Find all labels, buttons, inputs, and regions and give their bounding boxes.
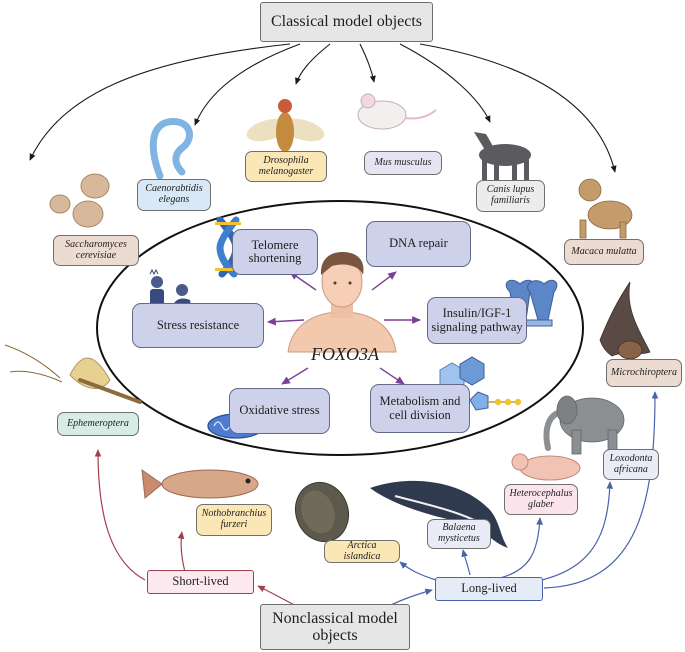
label-yeast: Saccharomyces cerevisiae xyxy=(53,235,139,266)
arrow-to-mouse xyxy=(359,43,376,83)
worm-icon xyxy=(149,118,193,180)
mayfly-icon xyxy=(4,344,142,404)
elephant-icon xyxy=(543,395,625,455)
arrow-to-clam xyxy=(399,561,437,581)
dog-icon xyxy=(474,132,531,180)
label-fly: Drosophila melanogaster xyxy=(245,151,327,182)
label-mayfly: Ephemeroptera xyxy=(57,412,139,436)
arrow-to-oxidative xyxy=(281,367,309,385)
killifish-icon xyxy=(141,468,259,499)
nonclassical-header: Nonclassical model objects xyxy=(260,604,410,650)
arrow-to-worm xyxy=(194,43,301,126)
human-figure xyxy=(287,252,397,353)
arrow-to-stress xyxy=(267,317,305,326)
label-molerat: Heterocephalus glaber xyxy=(504,484,578,515)
arrow-to-telomere xyxy=(289,271,317,291)
process-stress-resistance: Stress resistance xyxy=(132,303,264,348)
label-dog: Canis lupus familiaris xyxy=(476,180,545,212)
classical-header: Classical model objects xyxy=(260,2,433,42)
macaque-icon xyxy=(578,178,633,239)
arrow-to-yeast xyxy=(29,43,291,161)
bat-icon xyxy=(599,281,651,360)
process-metabolism: Metabolism and cell division xyxy=(370,384,470,433)
clam-icon xyxy=(295,481,349,543)
label-worm: Caenorabtidis elegans xyxy=(137,179,211,211)
arrow-to-macaque xyxy=(419,43,617,173)
process-oxidative-stress: Oxidative stress xyxy=(229,388,330,434)
process-dna-repair: DNA repair xyxy=(366,221,471,267)
yeast-icon xyxy=(49,173,110,228)
label-killifish: Nothobranchius furzeri xyxy=(196,504,272,536)
process-telomere: Telomere shortening xyxy=(232,229,318,275)
arrow-to-killifish xyxy=(177,531,186,573)
label-mouse: Mus musculus xyxy=(364,151,442,175)
classical-arrows xyxy=(29,43,617,173)
arrow-to-mayfly xyxy=(94,449,146,581)
fly-icon xyxy=(246,99,325,152)
arrow-to-dog xyxy=(399,43,491,123)
label-elephant: Loxodonta africana xyxy=(603,449,659,480)
label-bat: Microchiroptera xyxy=(606,359,682,387)
process-insulin: Insulin/IGF-1 signaling pathway xyxy=(427,297,527,344)
arrow-to-metabolism xyxy=(379,367,405,385)
arrow-to-molerat xyxy=(499,517,543,579)
mole-rat-icon xyxy=(511,453,581,481)
gene-label: FOXO3A xyxy=(311,344,379,364)
arrow-to-dna xyxy=(371,271,397,291)
label-whale: Balaena mysticetus xyxy=(427,519,491,549)
arrow-to-bat xyxy=(543,391,659,589)
arrow-to-fly xyxy=(295,43,331,85)
long-lived-label: Long-lived xyxy=(435,577,543,601)
label-clam: Arctica islandica xyxy=(324,540,400,563)
mouse-icon xyxy=(357,93,437,130)
label-macaque: Macaca mulatta xyxy=(564,239,644,265)
short-lived-label: Short-lived xyxy=(147,570,254,594)
arrow-to-whale xyxy=(461,549,471,576)
process-arrows xyxy=(267,271,421,385)
